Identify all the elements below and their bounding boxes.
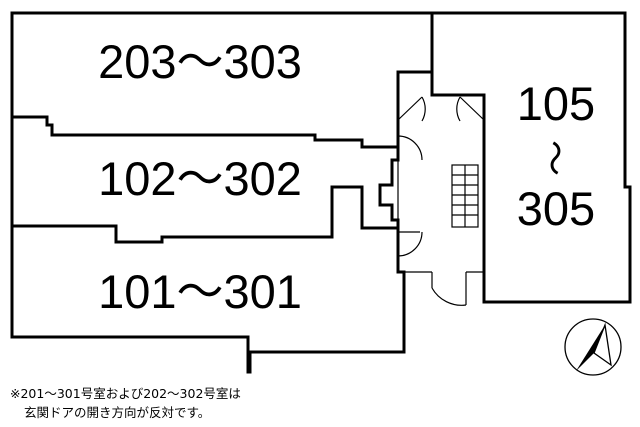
unit-right-label-bottom: 305 xyxy=(517,182,595,235)
north-arrow-icon xyxy=(564,318,622,376)
staircase xyxy=(451,164,479,228)
note-line-2: 玄関ドアの開き方向が反対です。 xyxy=(24,405,211,420)
door-upper-right xyxy=(456,96,485,122)
door-entrance xyxy=(431,272,467,306)
door-middle-upper xyxy=(397,135,423,161)
door-middle-lower xyxy=(397,231,423,257)
unit-right-outline xyxy=(430,11,632,304)
unit-right-label-mid: ～ xyxy=(534,140,575,176)
unit-middle-label: 102～302 xyxy=(98,152,302,205)
unit-right-label-top: 105 xyxy=(517,77,595,130)
unit-upper-label: 203～303 xyxy=(98,35,302,88)
door-upper-left xyxy=(397,96,426,122)
note-line-1: ※201～301号室および202～302号室は xyxy=(10,386,241,401)
unit-lower-label: 101～301 xyxy=(98,265,302,318)
